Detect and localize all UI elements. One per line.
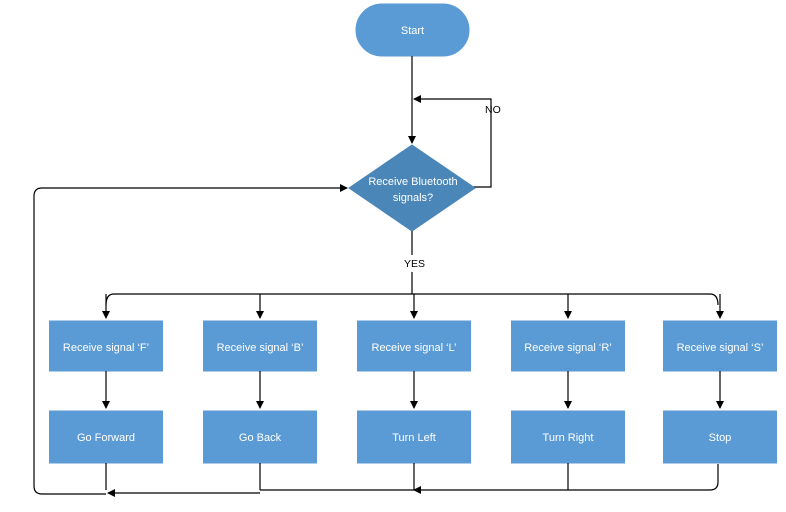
no-loop-line [413, 95, 492, 188]
signal-label: Receive signal ‘B’ [217, 342, 304, 354]
yes-label: YES [404, 258, 425, 270]
branches: Receive signal ‘F’ Go Forward Receive sign… [49, 294, 777, 490]
action-label: Turn Right [543, 432, 594, 444]
start-label: Start [401, 25, 424, 37]
action-box [663, 410, 777, 464]
signal-label: Receive signal ‘R’ [524, 342, 611, 354]
decision-node [348, 144, 476, 232]
decision-line1: Receive Bluetooth [368, 176, 457, 188]
signal-label: Receive signal ‘L’ [372, 342, 457, 354]
no-label: NO [485, 104, 501, 116]
signal-box [511, 320, 625, 372]
loop-back-line [33, 184, 348, 495]
signal-box [357, 320, 471, 372]
signal-label: Receive signal ‘F’ [63, 342, 149, 354]
action-label: Turn Left [392, 432, 436, 444]
action-box [511, 410, 625, 464]
action-box [203, 410, 317, 464]
action-label: Go Forward [77, 432, 135, 444]
action-label: Stop [709, 432, 732, 444]
decision-line2: signals? [393, 192, 433, 204]
action-label: Go Back [239, 432, 282, 444]
signal-box [663, 320, 777, 372]
return-bus [568, 464, 719, 491]
signal-box [203, 320, 317, 372]
signal-label: Receive signal ‘S’ [677, 342, 764, 354]
signal-box [49, 320, 163, 372]
branch-bus [105, 293, 719, 306]
